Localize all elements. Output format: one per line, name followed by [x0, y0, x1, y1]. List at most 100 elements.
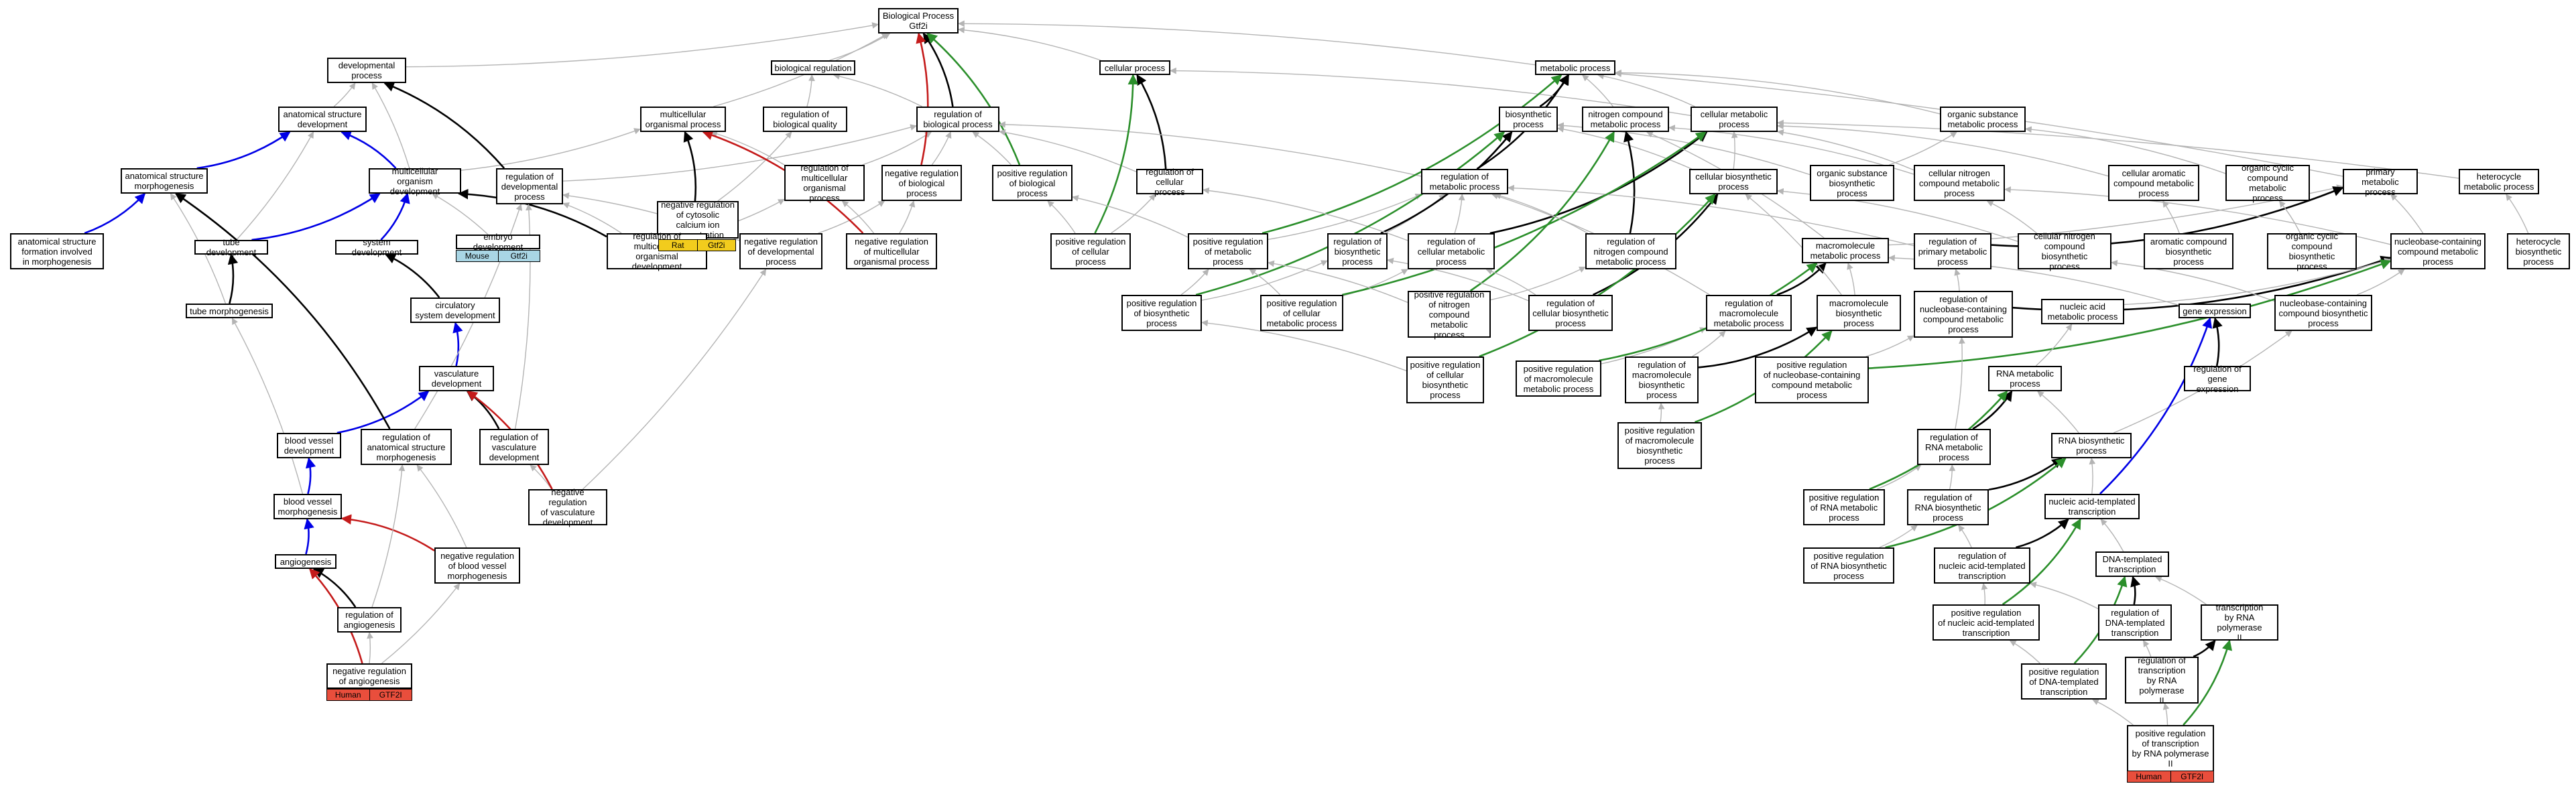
go-term-ncmp[interactable]: nitrogen compound metabolic process	[1582, 107, 1669, 132]
go-term-rnamp[interactable]: RNA metabolic process	[1988, 366, 2062, 391]
go-term-embdev[interactable]: embryo development	[456, 232, 540, 252]
go-term-rgexp[interactable]: regulation of gene expression	[2184, 363, 2251, 394]
go-term-rasm[interactable]: regulation of anatomical structure morph…	[361, 429, 452, 465]
go-term-tubemorph[interactable]: tube morphogenesis	[186, 304, 273, 318]
go-term-rtrp2[interactable]: regulation of transcription by RNA polym…	[2125, 655, 2199, 706]
go-term-osmp[interactable]: organic substance metabolic process	[1940, 107, 2026, 132]
edge-nbcmp-to-cncmp	[2004, 186, 2391, 245]
go-term-mop[interactable]: multicellular organismal process	[640, 107, 726, 132]
go-term-occbp[interactable]: organic cyclic compound biosynthetic pro…	[2267, 231, 2357, 271]
go-term-bvm[interactable]: blood vessel morphogenesis	[273, 494, 342, 519]
go-term-rmbp[interactable]: regulation of macromolecule biosynthetic…	[1625, 356, 1699, 403]
edge-prcmp-to-cmp	[1341, 131, 1707, 296]
go-term-rnabp[interactable]: RNA biosynthetic process	[2051, 433, 2132, 458]
go-term-nbcmp[interactable]: nucleobase-containing compound metabolic…	[2390, 233, 2486, 269]
go-term-asm[interactable]: anatomical structure morphogenesis	[121, 168, 208, 194]
go-term-prbsp[interactable]: positive regulation of biosynthetic proc…	[1121, 295, 1202, 331]
go-term-rmetp[interactable]: regulation of metabolic process	[1421, 169, 1508, 194]
go-term-prrnamp[interactable]: positive regulation of RNA metabolic pro…	[1803, 489, 1885, 525]
go-term-rcp[interactable]: regulation of cellular process	[1136, 167, 1203, 197]
go-term-label: nucleobase-containing compound biosynthe…	[2278, 298, 2368, 328]
go-term-prnatt[interactable]: positive regulation of nucleic acid-temp…	[1933, 604, 2040, 641]
go-term-prmmp_[interactable]: positive regulation of macromolecule met…	[1516, 360, 1601, 397]
go-term-prmetp[interactable]: positive regulation of metabolic process	[1188, 233, 1268, 269]
go-term-rcbp[interactable]: regulation of cellular biosynthetic proc…	[1528, 295, 1613, 331]
go-term-cacmp[interactable]: cellular aromatic compound metabolic pro…	[2108, 165, 2199, 201]
go-term-prcp[interactable]: positive regulation of cellular process	[1050, 233, 1131, 269]
go-term-cbp[interactable]: cellular biosynthetic process	[1689, 169, 1778, 194]
go-term-rdtt[interactable]: regulation of DNA-templated transcriptio…	[2098, 604, 2172, 641]
go-term-bp[interactable]: Biological Process Gtf2i	[878, 8, 959, 34]
go-term-rcmp[interactable]: regulation of cellular metabolic process	[1408, 233, 1495, 269]
go-term-label: regulation of gene expression	[2193, 363, 2242, 394]
edge-prmbp-to-rmbp	[1658, 403, 1665, 423]
go-term-acbp[interactable]: aromatic compound biosynthetic process	[2144, 233, 2233, 269]
go-term-dev[interactable]: developmental process	[327, 58, 406, 83]
go-term-sysdev[interactable]: system development	[335, 237, 418, 257]
go-term-nrbp[interactable]: negative regulation of biological proces…	[881, 165, 962, 201]
go-term-hmp[interactable]: heterocycle metabolic process	[2459, 169, 2539, 194]
go-term-cncmp[interactable]: cellular nitrogen compound metabolic pro…	[1914, 165, 2005, 201]
go-term-angio[interactable]: angiogenesis	[275, 554, 336, 569]
go-term-prdtt[interactable]: positive regulation of DNA-templated tra…	[2021, 663, 2107, 700]
go-term-nrbvm[interactable]: negative regulation of blood vessel morp…	[434, 547, 520, 584]
go-term-prcmp[interactable]: positive regulation of cellular metaboli…	[1260, 295, 1343, 331]
go-term-tubedev[interactable]: tube development	[194, 237, 268, 257]
go-term-nrmop[interactable]: negative regulation of multicellular org…	[846, 233, 937, 269]
go-term-rrnamp[interactable]: regulation of RNA metabolic process	[1917, 429, 1991, 465]
go-term-trp2[interactable]: transcription by RNA polymerase II	[2201, 602, 2278, 643]
go-term-bvd[interactable]: blood vessel development	[277, 433, 341, 458]
go-term-pmp[interactable]: primary metabolic process	[2343, 167, 2418, 197]
go-term-prmbp[interactable]: positive regulation of macromolecule bio…	[1617, 422, 1702, 469]
go-term-rbq[interactable]: regulation of biological quality	[763, 107, 847, 132]
go-term-gexp[interactable]: gene expression	[2179, 304, 2251, 318]
go-term-mmp[interactable]: macromolecule metabolic process	[1802, 238, 1889, 263]
go-term-rncmp[interactable]: regulation of nitrogen compound metaboli…	[1585, 233, 1676, 269]
edge-prbp-to-rbp	[972, 131, 1011, 166]
go-term-namp[interactable]: nucleic acid metabolic process	[2041, 299, 2124, 324]
go-term-rangio[interactable]: regulation of angiogenesis	[337, 607, 402, 633]
go-term-prncmp[interactable]: positive regulation of nitrogen compound…	[1408, 289, 1491, 340]
go-term-asd[interactable]: anatomical structure development	[278, 107, 367, 132]
go-term-rrnabp[interactable]: regulation of RNA biosynthetic process	[1907, 489, 1989, 525]
go-term-rpmp[interactable]: regulation of primary metabolic process	[1914, 233, 1991, 269]
go-term-hbp[interactable]: heterocycle biosynthetic process	[2507, 233, 2570, 269]
go-term-rvd[interactable]: regulation of vasculature development	[479, 429, 549, 465]
go-term-nrdp[interactable]: negative regulation of developmental pro…	[739, 233, 822, 269]
edge-nrbvm-to-rasm	[416, 464, 467, 548]
go-term-prrnabp[interactable]: positive regulation of RNA biosynthetic …	[1803, 547, 1894, 584]
go-term-nbcbp[interactable]: nucleobase-containing compound biosynthe…	[2274, 295, 2372, 331]
go-term-biorg[interactable]: biological regulation	[771, 60, 855, 75]
go-term-rnatt[interactable]: regulation of nucleic acid-templated tra…	[1934, 547, 2030, 584]
go-term-dtt[interactable]: DNA-templated transcription	[2095, 551, 2169, 577]
go-term-natt[interactable]: nucleic acid-templated transcription	[2044, 494, 2140, 519]
go-term-prnbcmp[interactable]: positive regulation of nucleobase-contai…	[1755, 356, 1869, 403]
go-term-nrccc[interactable]: negative regulation of cytosolic calcium…	[657, 200, 739, 240]
edge-rdp-to-dev	[383, 82, 505, 169]
go-term-prbp[interactable]: positive regulation of biological proces…	[992, 165, 1072, 201]
go-term-vascdev[interactable]: vasculature development	[419, 366, 494, 391]
go-term-cmp[interactable]: cellular metabolic process	[1691, 107, 1778, 132]
go-term-osbp[interactable]: organic substance biosynthetic process	[1810, 165, 1894, 201]
go-term-rmmp[interactable]: regulation of macromolecule metabolic pr…	[1706, 295, 1792, 331]
go-term-rbsp[interactable]: regulation of biosynthetic process	[1327, 233, 1388, 269]
go-term-rmop[interactable]: regulation of multicellular organismal p…	[784, 163, 865, 203]
go-term-prcbp[interactable]: positive regulation of cellular biosynth…	[1406, 356, 1484, 403]
go-term-nrangio[interactable]: negative regulation of angiogenesis	[326, 663, 412, 689]
go-term-rnbcmp[interactable]: regulation of nucleobase-containing comp…	[1914, 291, 2013, 338]
go-term-biosyn[interactable]: biosynthetic process	[1499, 107, 1558, 132]
go-term-occmp[interactable]: organic cyclic compound metabolic proces…	[2225, 163, 2310, 203]
go-term-metp[interactable]: metabolic process	[1535, 60, 1615, 75]
go-term-mod[interactable]: multicellular organism development	[369, 166, 461, 196]
go-term-rbp[interactable]: regulation of biological process	[916, 107, 999, 132]
go-term-mbp[interactable]: macromolecule biosynthetic process	[1817, 295, 1901, 331]
go-term-label: negative regulation of developmental pro…	[744, 236, 818, 267]
edge-tubedev-to-asd	[236, 131, 314, 241]
go-term-prtrp2[interactable]: positive regulation of transcription by …	[2127, 725, 2214, 772]
go-term-circdev[interactable]: circulatory system development	[410, 298, 500, 323]
go-term-cncbp[interactable]: cellular nitrogen compound biosynthetic …	[2018, 231, 2111, 271]
go-term-nrvd[interactable]: negative regulation of vasculature devel…	[528, 487, 607, 527]
go-term-asfm[interactable]: anatomical structure formation involved …	[10, 233, 104, 269]
go-term-cellp[interactable]: cellular process	[1099, 60, 1170, 75]
go-term-rdp[interactable]: regulation of developmental process	[496, 168, 563, 204]
